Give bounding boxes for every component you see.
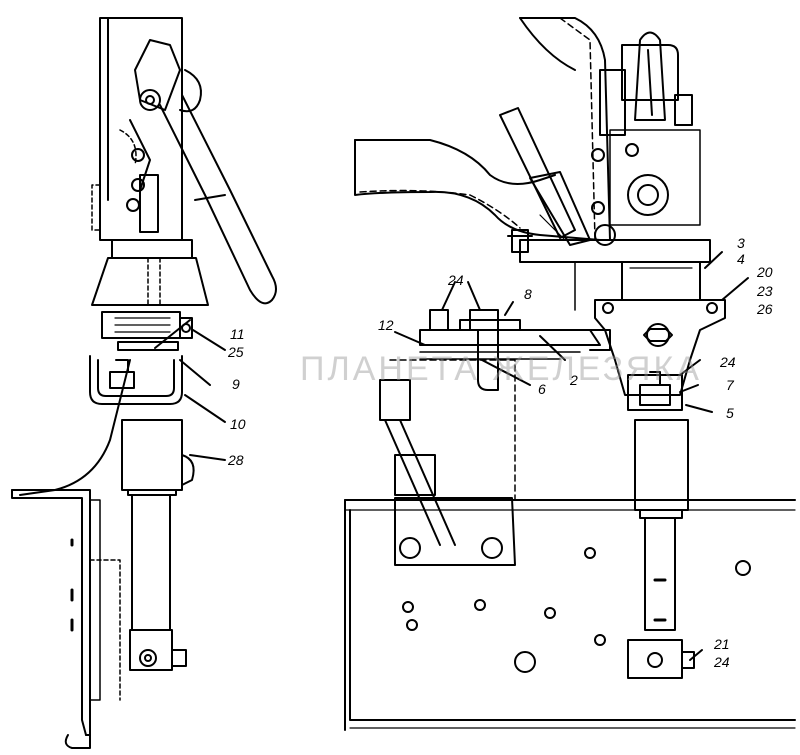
callout-3: 3: [737, 235, 745, 251]
callout-2: 2: [570, 372, 578, 388]
callout-10: 10: [230, 416, 246, 432]
callout-6: 6: [538, 381, 546, 397]
callout-12: 12: [378, 317, 394, 333]
callout-24-spring: 24: [448, 272, 464, 288]
callout-24-lower: 24: [714, 654, 730, 670]
left-side-view: [11, 17, 277, 749]
callout-20: 20: [757, 264, 773, 280]
callout-8: 8: [524, 286, 532, 302]
callout-4: 4: [737, 251, 745, 267]
callout-24-shock: 24: [720, 354, 736, 370]
callout-5: 5: [726, 405, 734, 421]
callout-23: 23: [757, 283, 773, 299]
right-side-view: [154, 17, 796, 731]
callout-11: 11: [230, 326, 245, 342]
callout-26: 26: [757, 301, 773, 317]
callout-25: 25: [228, 344, 244, 360]
callout-28: 28: [228, 452, 244, 468]
callout-7: 7: [726, 377, 734, 393]
watermark-text: ПЛАНЕТА ЖЕЛЕЗЯКА: [300, 350, 702, 388]
callout-21: 21: [714, 636, 730, 652]
callout-9: 9: [232, 376, 240, 392]
